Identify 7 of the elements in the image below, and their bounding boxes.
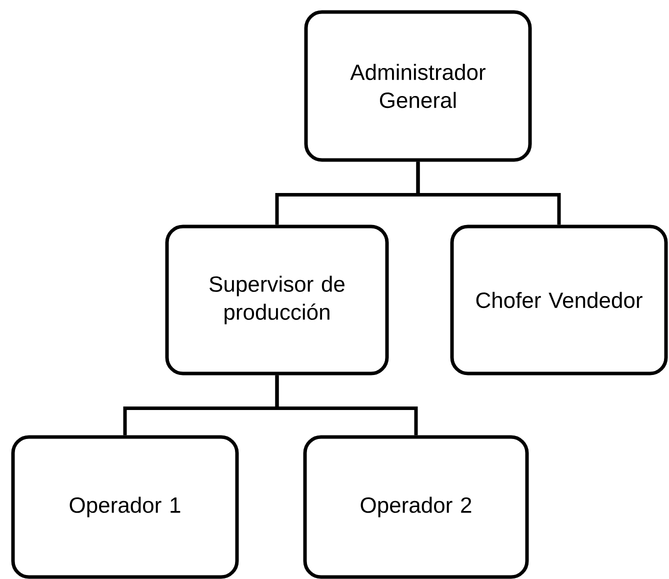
connector-line [275, 375, 418, 436]
connector-line [416, 162, 561, 225]
org-box: Supervisor de producción [165, 224, 389, 376]
org-box: Chofer Vendedor [450, 224, 668, 376]
org-box: Operador 1 [11, 435, 239, 579]
org-box: Operador 2 [303, 435, 529, 579]
org-box: Administrador General [304, 10, 532, 162]
